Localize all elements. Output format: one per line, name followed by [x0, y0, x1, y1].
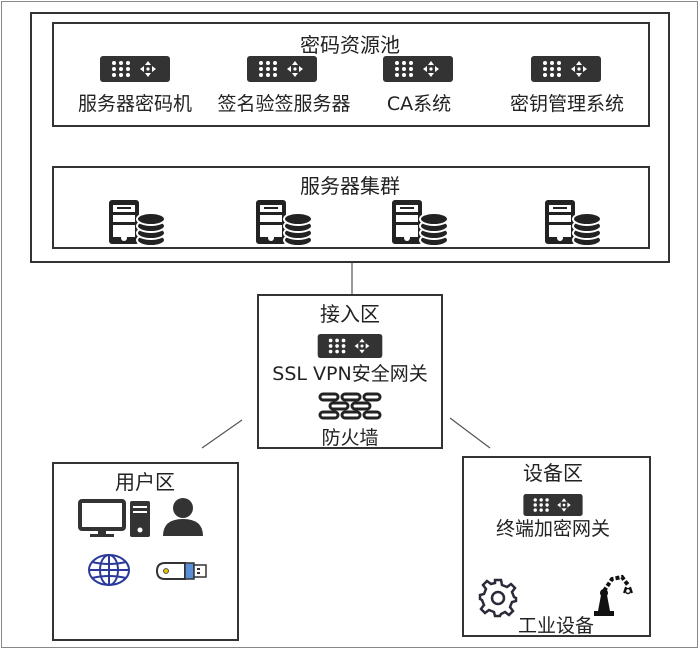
user-icon	[163, 498, 203, 536]
desktop-computer-icon	[78, 499, 150, 537]
server-icon	[254, 198, 314, 248]
hsm-device-icon	[100, 56, 170, 82]
user-zone-title: 用户区	[115, 470, 175, 494]
terminal-gateway-label: 终端加密网关	[495, 518, 611, 540]
kms-device-icon	[531, 56, 601, 82]
device-zone-title: 设备区	[523, 461, 583, 485]
device-label-signature-server: 签名验签服务器	[217, 93, 351, 115]
signature-server-device-icon	[247, 56, 317, 82]
terminal-gateway-device-icon	[521, 494, 585, 516]
device-zone-box	[462, 456, 651, 637]
access-zone-title: 接入区	[320, 302, 380, 326]
usb-key-icon	[155, 562, 207, 580]
access-user-connector	[201, 419, 243, 449]
firewall-label: 防火墙	[321, 427, 379, 449]
server-cluster-title: 服务器集群	[300, 174, 400, 198]
device-label-hsm: 服务器密码机	[77, 93, 193, 115]
server-icon	[543, 198, 603, 248]
resource-pool-title: 密码资源池	[300, 33, 400, 57]
industrial-equipment-label: 工业设备	[517, 615, 595, 637]
device-label-kms: 密钥管理系统	[509, 93, 625, 115]
ssl-vpn-label: SSL VPN安全网关	[272, 363, 428, 385]
access-zone-box	[257, 294, 443, 449]
server-icon	[107, 198, 167, 248]
server-icon	[390, 198, 450, 248]
gear-icon	[478, 578, 518, 618]
access-device-connector	[449, 417, 491, 449]
device-label-ca: CA系统	[386, 93, 452, 115]
ca-device-icon	[383, 56, 453, 82]
ssl-vpn-device-icon	[315, 334, 385, 358]
firewall-icon	[318, 392, 382, 420]
user-zone-box	[52, 462, 239, 641]
robot-arm-icon	[594, 574, 633, 616]
globe-icon	[88, 554, 130, 586]
